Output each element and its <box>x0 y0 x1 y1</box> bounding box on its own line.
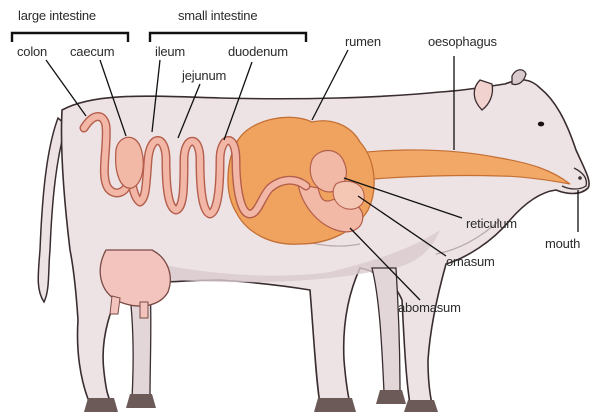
cow-nostril <box>578 176 582 180</box>
udder-teat-2 <box>140 302 148 318</box>
udder-teat-1 <box>110 296 120 314</box>
label-abomasum: abomasum <box>398 300 461 315</box>
cow-far-front-leg <box>372 268 400 392</box>
label-colon: colon <box>17 44 47 59</box>
label-jejunum: jejunum <box>181 68 226 83</box>
hoof-hind-left <box>84 398 118 412</box>
hoof-front-left <box>314 398 356 412</box>
small-intestine-bracket <box>150 33 306 42</box>
label-duodenum: duodenum <box>228 44 288 59</box>
label-oesophagus: oesophagus <box>428 34 498 49</box>
large-intestine-bracket <box>12 33 128 42</box>
label-mouth: mouth <box>545 236 580 251</box>
label-ileum: ileum <box>155 44 185 59</box>
label-reticulum: reticulum <box>466 216 517 231</box>
label-caecum: caecum <box>70 44 114 59</box>
hoof-hind-right <box>126 394 156 408</box>
label-omasum: omasum <box>446 254 495 269</box>
label-rumen: rumen <box>345 34 381 49</box>
caecum-organ <box>116 137 144 188</box>
label-large-intestine: large intestine <box>18 8 96 23</box>
hoof-front-right <box>376 390 406 404</box>
hoof-front-near <box>404 400 438 412</box>
label-small-intestine: small intestine <box>178 8 257 23</box>
cow-eye <box>538 122 544 127</box>
